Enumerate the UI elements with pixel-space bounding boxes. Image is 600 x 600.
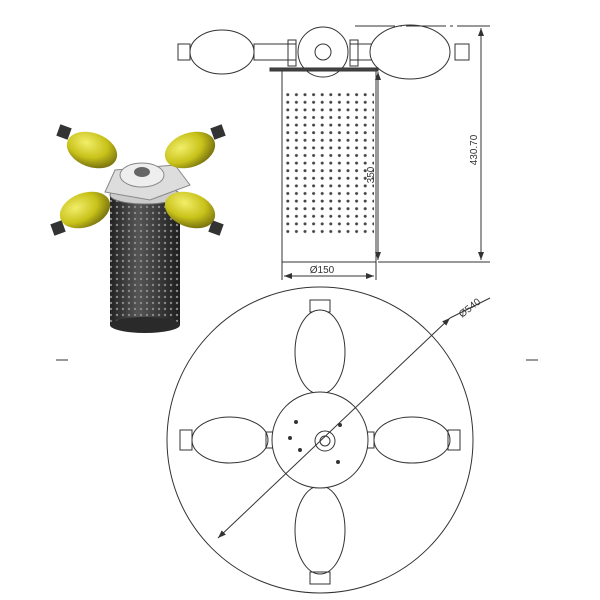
center-hub xyxy=(297,26,349,78)
left-float xyxy=(189,29,255,75)
render-float-top-right xyxy=(164,124,226,169)
outer-span-circle xyxy=(166,286,474,594)
3d-render xyxy=(50,124,226,333)
cylinder-diameter-label: Ø150 xyxy=(310,265,335,276)
float-bottom xyxy=(294,485,346,575)
float-right xyxy=(373,416,451,464)
render-float-bottom-right xyxy=(164,191,224,236)
top-view xyxy=(166,286,491,594)
right-float xyxy=(369,24,451,80)
render-float-bottom-left xyxy=(50,191,111,236)
front-view xyxy=(177,24,490,280)
span-diameter-label: Ø540 xyxy=(457,296,483,320)
float-left xyxy=(191,416,269,464)
overall-height-label: 430.70 xyxy=(469,134,480,165)
render-float-top-left xyxy=(56,124,118,169)
float-top xyxy=(294,309,346,395)
diameter-line xyxy=(217,317,451,539)
cylinder-height-label: 350 xyxy=(366,166,377,183)
right-end-cap xyxy=(454,43,470,61)
left-end-cap xyxy=(177,43,191,61)
